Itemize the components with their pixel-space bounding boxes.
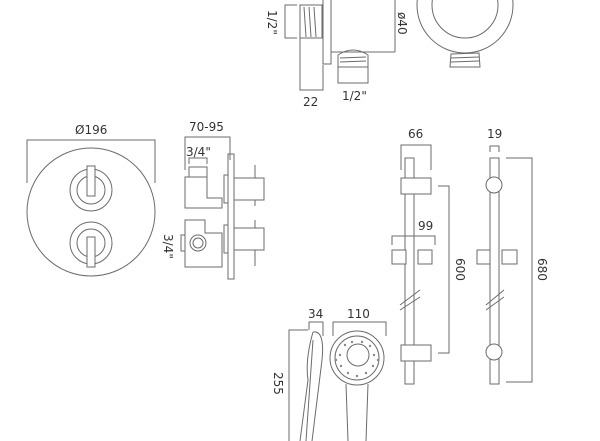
wall-outlet-side-view	[284, 0, 396, 91]
riser-rail-side-view	[476, 145, 533, 385]
rail-holder-depth-label: 99	[418, 219, 433, 233]
valve-inlet-side-label: 3/4"	[161, 234, 175, 259]
handset-width-label: 110	[347, 307, 370, 321]
wall-outlet-front-view	[416, 0, 514, 68]
handset-drawing	[288, 321, 387, 441]
plate-diameter-label: Ø196	[75, 123, 107, 137]
rail-bracket-depth-label: 66	[408, 127, 423, 141]
outlet-diameter-label: ø40	[395, 12, 409, 35]
handset-length-label: 255	[271, 372, 285, 395]
outlet-thread-bottom-label: 1/2"	[342, 89, 367, 103]
valve-depth-label: 70-95	[189, 120, 224, 134]
rail-bracket-spacing-label: 600	[453, 258, 467, 281]
handset-depth-label: 34	[308, 307, 323, 321]
valve-inlet-top-label: 3/4"	[186, 145, 211, 159]
valve-plate-front-view	[26, 139, 156, 277]
rail-length-label: 680	[535, 258, 549, 281]
riser-rail-front-view	[391, 144, 450, 385]
outlet-thread-side-label: 1/2"	[265, 10, 279, 35]
outlet-depth-label: 22	[303, 95, 318, 109]
valve-side-view	[180, 136, 265, 280]
rail-diameter-label: 19	[487, 127, 502, 141]
